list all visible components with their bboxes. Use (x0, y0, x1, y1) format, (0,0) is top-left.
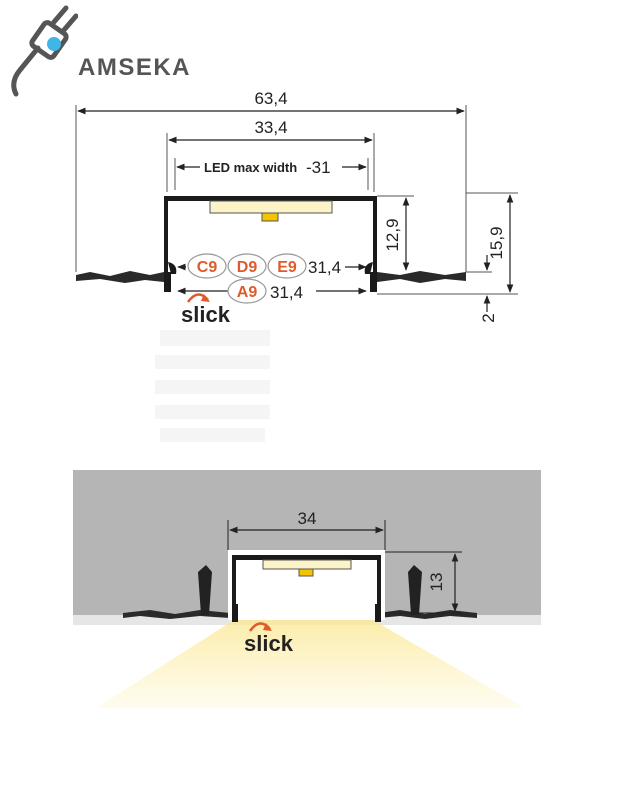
badge-e9 (267, 253, 307, 279)
dim-overall-width: 63,4 (254, 89, 287, 108)
dim-flange: 2 (479, 313, 498, 322)
light-beam (96, 578, 525, 708)
surface-left (76, 271, 164, 283)
slick-logo-top: slick (181, 293, 231, 327)
badge-d9 (227, 253, 267, 279)
badge-c9-label: C9 (197, 259, 218, 276)
dim-width-bottom: 34 (298, 509, 317, 528)
top-section-drawing: 63,4 33,4 LED max width -31 12,9 15,9 (75, 89, 518, 442)
badge-d9-label: D9 (237, 259, 258, 276)
dim-height-bottom: 13 (427, 573, 446, 592)
slick-text-bottom: slick (244, 631, 294, 656)
led-max-width-label: LED max width (204, 160, 297, 175)
cover-width-1: 31,4 (308, 258, 341, 277)
cover-width-2: 31,4 (270, 283, 303, 302)
plug-icon (11, 5, 78, 97)
logo: AMSEKA (8, 4, 198, 104)
led-chip (261, 212, 279, 222)
badge-a9 (227, 278, 267, 304)
led-max-width-value: -31 (306, 158, 331, 177)
dim-total-height: 15,9 (487, 226, 506, 259)
ghost-watermark (155, 330, 270, 442)
bottom-section-drawing: 34 13 slick (73, 470, 541, 708)
anchor-right (408, 565, 422, 615)
anchor-left (198, 565, 212, 615)
brand-name: AMSEKA (78, 54, 192, 81)
cover-badges-row-1: C9 D9 E9 31,4 (177, 253, 367, 279)
dim-inner-height: 12,9 (383, 218, 402, 251)
badge-a9-label: A9 (237, 284, 258, 301)
surface-right (377, 271, 466, 283)
slick-text-top: slick (181, 302, 231, 327)
led-strip (209, 200, 333, 214)
dim-profile-width: 33,4 (254, 118, 287, 137)
slick-logo-bottom: slick (244, 622, 294, 656)
cover-badges-row-2: A9 31,4 (177, 278, 367, 304)
badge-c9 (187, 253, 227, 279)
badge-e9-label: E9 (277, 259, 297, 276)
